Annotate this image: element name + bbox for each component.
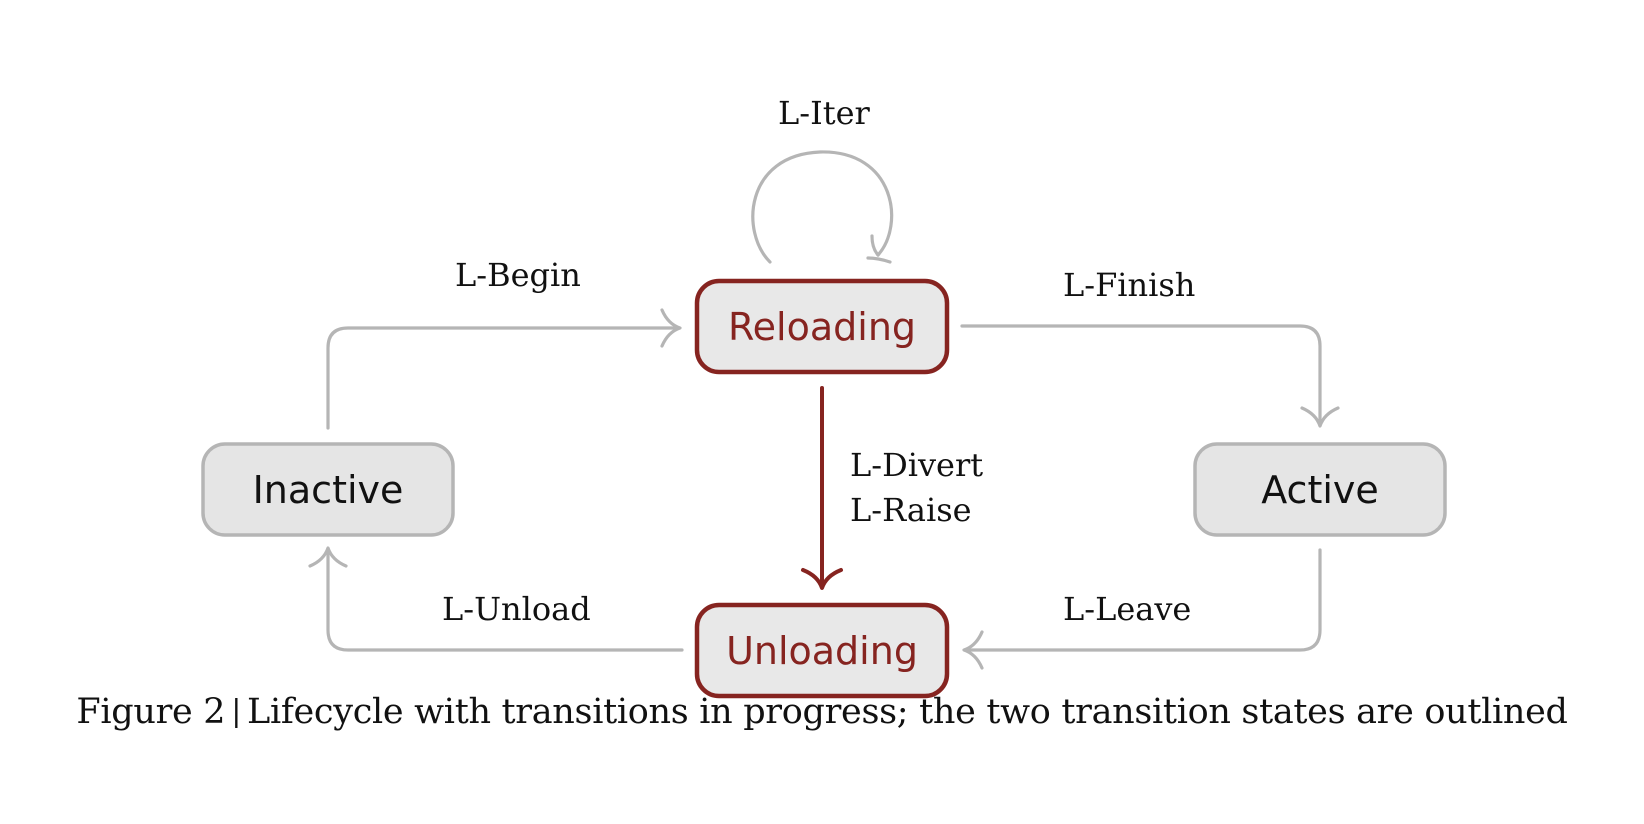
state-unloading: Unloading — [694, 602, 950, 699]
state-active-label: Active — [1261, 468, 1379, 512]
caption-text: Lifecycle with transitions in progress; … — [247, 692, 1568, 732]
edge-leave — [962, 548, 1322, 670]
state-active: Active — [1193, 442, 1447, 537]
label-finish: L-Finish — [1063, 266, 1195, 304]
figure-caption: Figure 2|Lifecycle with transitions in p… — [0, 692, 1644, 732]
label-begin: L-Begin — [455, 256, 581, 294]
label-divert: L-Divert — [850, 446, 983, 484]
state-inactive-label: Inactive — [253, 468, 404, 512]
label-raise: L-Raise — [850, 491, 972, 529]
edge-iter — [751, 150, 894, 264]
edge-begin — [326, 308, 682, 430]
label-leave: L-Leave — [1063, 590, 1191, 628]
caption-separator: | — [231, 694, 242, 729]
edge-divert-raise — [801, 386, 843, 590]
label-iter: L-Iter — [778, 94, 871, 132]
state-reloading-label: Reloading — [728, 305, 916, 349]
edge-unload — [308, 546, 684, 652]
edge-finish — [960, 324, 1340, 428]
figure-number: Figure 2 — [76, 692, 226, 732]
state-inactive: Inactive — [201, 442, 455, 537]
label-unload: L-Unload — [442, 590, 591, 628]
state-unloading-label: Unloading — [726, 629, 918, 673]
state-reloading: Reloading — [694, 278, 950, 375]
